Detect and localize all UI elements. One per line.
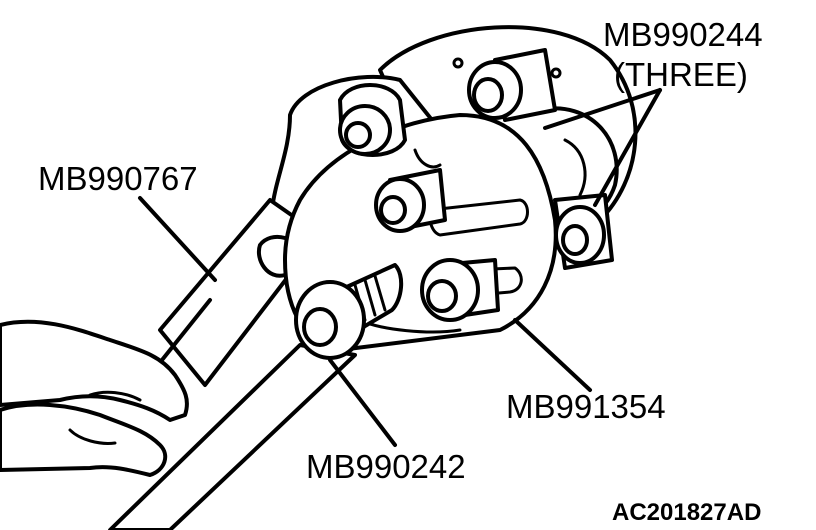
- plate-bolt-upper-left: [338, 83, 407, 157]
- leader-mb990244-upper: [543, 88, 662, 130]
- mb990244-bolt-upper: [467, 48, 557, 122]
- mb990242-handle: [108, 263, 404, 530]
- leader-mb990244-right: [593, 88, 662, 207]
- label-mb990244: MB990244: [603, 16, 763, 53]
- leader-mb990767: [138, 196, 217, 282]
- hand: [0, 319, 189, 477]
- label-mb990767: MB990767: [38, 160, 198, 197]
- leader-mb990242: [328, 358, 397, 447]
- label-three: (THREE): [614, 56, 748, 93]
- plate-bolt-lower: [420, 258, 500, 322]
- leader-mb991354: [513, 318, 592, 392]
- label-mb990242: MB990242: [306, 448, 466, 485]
- label-mb991354: MB991354: [506, 388, 666, 425]
- mb990244-bolt-right: [553, 193, 614, 270]
- plate-bolt-center: [374, 168, 447, 233]
- figure-id: AC201827AD: [612, 499, 761, 526]
- leader-lines: [138, 88, 662, 447]
